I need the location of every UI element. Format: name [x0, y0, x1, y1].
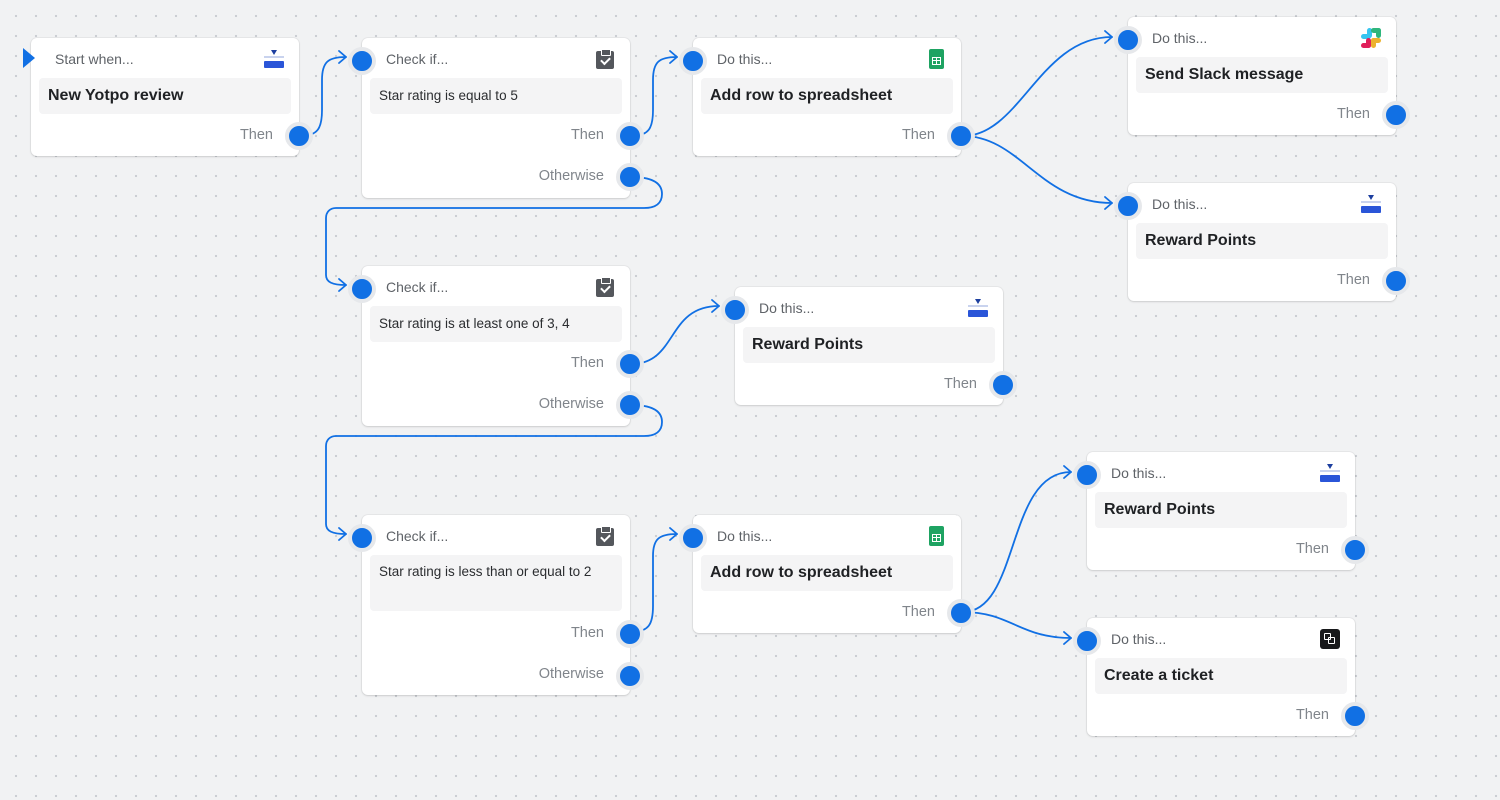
action-field[interactable]: Send Slack message [1136, 57, 1388, 93]
input-port[interactable] [679, 524, 707, 552]
action-node-add-row-2[interactable]: Do this... Add row to spreadsheet Then [679, 515, 975, 633]
wire-sheet1-to-slack [962, 36, 1113, 137]
yotpo-icon [1360, 193, 1382, 215]
action-field[interactable]: Add row to spreadsheet [701, 555, 953, 591]
yotpo-icon [263, 48, 285, 70]
then-port[interactable] [1382, 267, 1410, 295]
input-port[interactable] [1114, 26, 1142, 54]
slack-icon [1360, 27, 1382, 49]
check-node-3[interactable]: Check if... Star rating is less than or … [348, 515, 644, 695]
check-node-1[interactable]: Check if... Star rating is equal to 5 Th… [348, 38, 644, 198]
arrowhead [669, 527, 678, 541]
input-port[interactable] [1073, 627, 1101, 655]
node-header: Do this... [1152, 30, 1208, 46]
then-label: Then [1336, 106, 1370, 122]
yotpo-icon [967, 297, 989, 319]
node-header: Do this... [717, 51, 773, 67]
arrowhead [338, 278, 347, 292]
arrowhead [338, 50, 347, 64]
arrowhead [1063, 631, 1072, 645]
then-port[interactable] [1341, 536, 1369, 564]
action-field[interactable]: Reward Points [1095, 492, 1347, 528]
node-header: Do this... [717, 528, 773, 544]
node-header: Check if... [386, 528, 449, 544]
otherwise-port[interactable] [616, 391, 644, 419]
then-label: Then [570, 355, 604, 371]
then-label: Then [570, 625, 604, 641]
then-port[interactable] [947, 122, 975, 150]
action-field[interactable]: Reward Points [743, 327, 995, 363]
then-label: Then [901, 604, 935, 620]
ticket-icon [1319, 628, 1341, 650]
input-port[interactable] [348, 275, 376, 303]
otherwise-port[interactable] [616, 163, 644, 191]
then-port[interactable] [989, 371, 1017, 399]
action-field[interactable]: Create a ticket [1095, 658, 1347, 694]
then-label: Then [943, 376, 977, 392]
start-marker [23, 48, 35, 68]
node-header: Check if... [386, 279, 449, 295]
node-header: Do this... [1111, 465, 1167, 481]
google-sheets-icon [925, 48, 947, 70]
node-header: Do this... [1111, 631, 1167, 647]
condition-field[interactable]: Star rating is less than or equal to 2 [370, 555, 622, 611]
then-port[interactable] [947, 599, 975, 627]
wire-sheet2-to-ticket [962, 611, 1072, 639]
action-node-create-ticket[interactable]: Do this... Create a ticket Then [1073, 618, 1369, 736]
node-header: Check if... [386, 51, 449, 67]
action-node-slack[interactable]: Do this... Send Slack message Then [1114, 17, 1410, 135]
action-field[interactable]: Add row to spreadsheet [701, 78, 953, 114]
otherwise-label: Otherwise [538, 666, 604, 682]
node-header: Do this... [759, 300, 815, 316]
action-field[interactable]: Reward Points [1136, 223, 1388, 259]
then-port[interactable] [616, 620, 644, 648]
then-port[interactable] [285, 122, 313, 150]
action-node-add-row-1[interactable]: Do this... Add row to spreadsheet Then [679, 38, 975, 156]
start-node[interactable]: Start when... New Yotpo review Then [23, 38, 313, 156]
action-node-reward-points-2[interactable]: Do this... Reward Points Then [721, 287, 1017, 405]
trigger-field[interactable]: New Yotpo review [39, 78, 291, 114]
arrowhead [1104, 196, 1113, 210]
check-node-2[interactable]: Check if... Star rating is at least one … [348, 266, 644, 426]
then-label: Then [570, 127, 604, 143]
arrowhead [669, 50, 678, 64]
wire-sheet1-to-reward1 [962, 135, 1113, 204]
condition-field[interactable]: Star rating is equal to 5 [370, 78, 622, 114]
then-port[interactable] [1382, 101, 1410, 129]
arrowhead [711, 299, 720, 313]
clipboard-check-icon [594, 276, 616, 298]
condition-field[interactable]: Star rating is at least one of 3, 4 [370, 306, 622, 342]
wire-check3-to-sheet2 [630, 533, 678, 633]
input-port[interactable] [348, 47, 376, 75]
google-sheets-icon [925, 525, 947, 547]
clipboard-check-icon [594, 525, 616, 547]
input-port[interactable] [1114, 192, 1142, 220]
then-label: Then [901, 127, 935, 143]
action-node-reward-points-1[interactable]: Do this... Reward Points Then [1114, 183, 1410, 301]
wire-sheet2-to-reward3 [962, 471, 1072, 613]
then-port[interactable] [1341, 702, 1369, 730]
otherwise-port[interactable] [616, 662, 644, 690]
then-label: Then [1295, 541, 1329, 557]
input-port[interactable] [721, 296, 749, 324]
wire-check2-to-reward2 [630, 305, 720, 365]
input-port[interactable] [348, 524, 376, 552]
arrowhead [1063, 465, 1072, 479]
node-header: Start when... [55, 51, 134, 67]
clipboard-check-icon [594, 48, 616, 70]
arrowhead [1104, 30, 1113, 44]
then-label: Then [1295, 707, 1329, 723]
yotpo-icon [1319, 462, 1341, 484]
action-node-reward-points-3[interactable]: Do this... Reward Points Then [1073, 452, 1369, 570]
otherwise-label: Otherwise [538, 396, 604, 412]
then-label: Then [1336, 272, 1370, 288]
node-header: Do this... [1152, 196, 1208, 212]
then-label: Then [239, 127, 273, 143]
otherwise-label: Otherwise [538, 168, 604, 184]
then-port[interactable] [616, 122, 644, 150]
then-port[interactable] [616, 350, 644, 378]
input-port[interactable] [1073, 461, 1101, 489]
arrowhead [338, 527, 347, 541]
input-port[interactable] [679, 47, 707, 75]
